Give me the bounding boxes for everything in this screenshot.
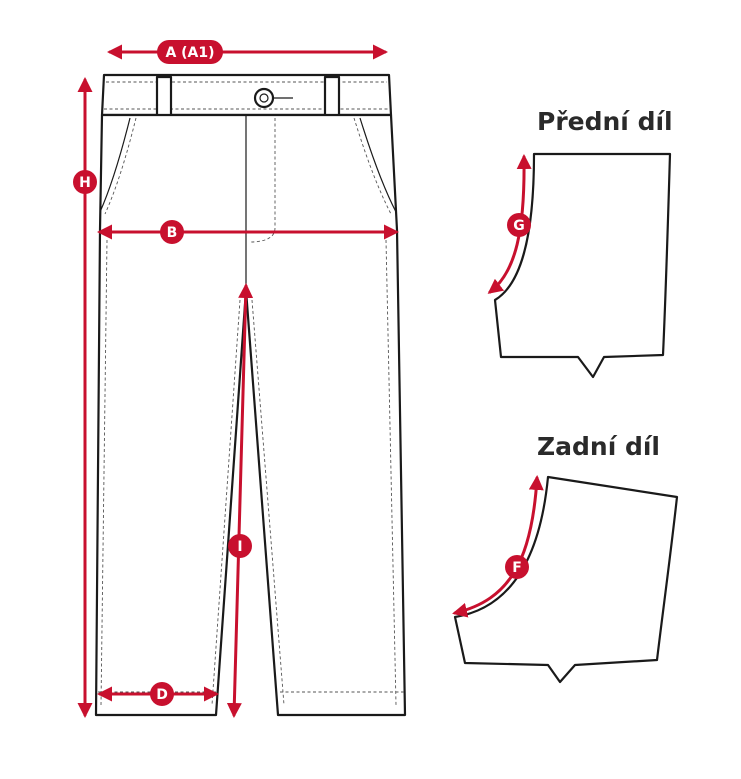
measurement-d: D bbox=[97, 682, 219, 706]
back-panel-title: Zadní díl bbox=[537, 432, 660, 461]
label-h: H bbox=[79, 175, 91, 191]
measurement-h: H bbox=[73, 77, 97, 718]
measurement-f: F bbox=[452, 475, 544, 618]
measurement-b: B bbox=[97, 220, 399, 244]
label-f: F bbox=[512, 560, 522, 576]
front-panel-title: Přední díl bbox=[537, 107, 673, 136]
back-panel-shape bbox=[453, 475, 679, 684]
front-panel-shape bbox=[493, 152, 672, 379]
label-b: B bbox=[167, 225, 178, 241]
label-d: D bbox=[156, 687, 168, 703]
measurement-a: A (A1) bbox=[107, 40, 388, 64]
measurement-i: I bbox=[226, 283, 254, 718]
pants-legs bbox=[94, 113, 407, 717]
label-i: I bbox=[237, 539, 242, 555]
measurement-g: G bbox=[487, 154, 532, 294]
button-icon bbox=[253, 87, 293, 109]
pants-drawing bbox=[94, 73, 407, 717]
label-g: G bbox=[513, 218, 525, 234]
label-a: A (A1) bbox=[165, 45, 214, 61]
